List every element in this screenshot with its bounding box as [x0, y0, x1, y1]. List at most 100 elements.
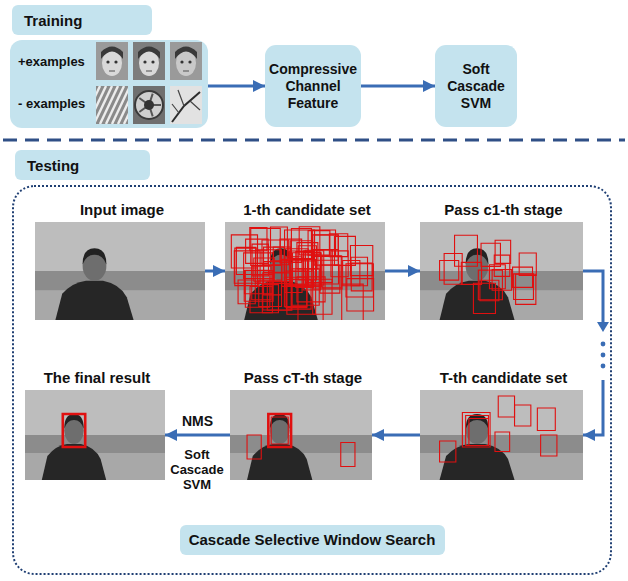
example-thumbnails-part [96, 42, 202, 124]
example-thumbnails-part [151, 60, 154, 63]
photo-illustration-part [346, 264, 373, 297]
photo-illustration-part [514, 274, 534, 300]
photo-illustration-part [225, 222, 385, 320]
image-panel: Pass c1-th stage [420, 198, 587, 320]
image-panel: 1-th candidate set [225, 198, 389, 320]
flow-arrow [372, 434, 420, 437]
photo-illustration-part [541, 435, 557, 456]
photo-illustration-part [515, 405, 531, 426]
flow-arrow [205, 270, 225, 273]
node-label: Training [24, 12, 82, 29]
photo-illustration-part [267, 282, 292, 311]
label-holder: NMS [180, 413, 215, 429]
ellipsis-dot [601, 364, 606, 369]
training-examples-box: +examples- examples [10, 40, 208, 128]
photo-illustration-part [287, 260, 316, 284]
photo-illustration-part [440, 261, 459, 281]
example-thumbnails-part [138, 47, 160, 60]
example-thumbnails-part [172, 90, 200, 113]
photo-illustration-part [230, 390, 372, 480]
photo-illustration-part [63, 414, 85, 447]
photo-illustration-part [230, 435, 372, 453]
panel-heading: Pass c1-th stage [420, 198, 587, 222]
photo-illustration-part [55, 281, 133, 320]
photo-illustration-part [252, 244, 268, 276]
photo-illustration-part [469, 419, 489, 446]
photo-illustration-part [262, 285, 278, 313]
example-thumbnails-part [183, 70, 189, 71]
photo-illustration-part [42, 444, 106, 480]
example-thumbnails-part [106, 60, 109, 63]
photo-illustration-part [444, 253, 462, 284]
example-thumbnails-part [170, 42, 202, 80]
example-thumbnails-part [114, 60, 117, 63]
process-box: Compressive Channel Feature [265, 45, 361, 127]
photo-illustration-part [537, 408, 555, 431]
example-thumbnails-part [188, 60, 191, 63]
example-thumbnails-part [170, 86, 202, 124]
example-thumbnails-part [133, 42, 165, 80]
photo-illustration-part [286, 271, 307, 308]
example-thumbnails-part [96, 86, 128, 124]
photo-illustration-part [519, 253, 536, 275]
example-label: +examples [18, 42, 85, 82]
photo-illustration-part [498, 396, 514, 417]
panel-heading: T-th candidate set [420, 366, 587, 390]
section-tab: Training [12, 5, 152, 35]
search-region: Cascade Selective Window Search Input ima… [12, 185, 612, 575]
example-thumbnails-part [180, 60, 183, 63]
photo-illustration [225, 222, 385, 320]
edge-label: NMS [180, 413, 215, 429]
image-panel: T-th candidate set [420, 366, 587, 480]
example-label: - examples [18, 84, 85, 124]
photo-illustration-part [264, 262, 282, 295]
example-thumbnails [96, 42, 202, 124]
photo-illustration-part [322, 256, 341, 288]
section-divider [3, 139, 625, 142]
photo-illustration [420, 390, 583, 480]
ellipsis-patch [595, 328, 611, 380]
photo-illustration-part [247, 435, 261, 459]
panel-heading: 1-th candidate set [225, 198, 389, 222]
node-label: Cascade Selective Window Search [180, 525, 445, 555]
example-thumbnails-part [124, 86, 128, 124]
photo-illustration-part [495, 432, 510, 452]
photo-illustration-part [420, 435, 583, 453]
photo-illustration-part [455, 235, 478, 266]
panel-heading: The final result [25, 366, 169, 390]
photo-illustration-part [244, 274, 273, 301]
image-panel: Input image [35, 198, 209, 320]
photo-illustration-part [351, 263, 372, 291]
section-tab: Testing [15, 150, 150, 180]
photo-illustration-part [342, 284, 364, 320]
example-thumbnails-part [143, 60, 146, 63]
example-thumbnails-part [133, 86, 165, 124]
example-thumbnails-part [96, 42, 128, 80]
node-label: Testing [27, 157, 79, 174]
example-thumbnails-part [146, 70, 152, 71]
photo-illustration-part [440, 281, 515, 320]
photo-illustration-part [64, 414, 84, 429]
photo-illustration-part [516, 274, 536, 304]
photo-illustration-part [35, 222, 205, 320]
photo-illustration-part [466, 416, 489, 446]
process-box: Soft Cascade SVM [435, 45, 517, 127]
photo-illustration-part [478, 270, 502, 300]
example-thumbnails-part [101, 47, 123, 60]
photo-illustration [25, 390, 165, 480]
photo-illustration-part [247, 444, 312, 480]
photo-illustration-part [270, 414, 290, 429]
flow-arrow [208, 85, 265, 88]
photo-illustration-part [495, 240, 511, 263]
label-holder: Soft Cascade SVM [165, 447, 229, 492]
photo-illustration [230, 390, 372, 480]
photo-illustration-part [420, 390, 583, 480]
example-thumbnails-part [109, 70, 115, 71]
photo-illustration-part [83, 248, 107, 264]
photo-illustration-part [245, 270, 269, 307]
ellipsis-dot [601, 353, 606, 358]
image-panel: Pass cT-th stage [230, 366, 376, 480]
photo-illustration-part [462, 413, 490, 448]
step-note: Soft Cascade SVM [165, 447, 229, 492]
